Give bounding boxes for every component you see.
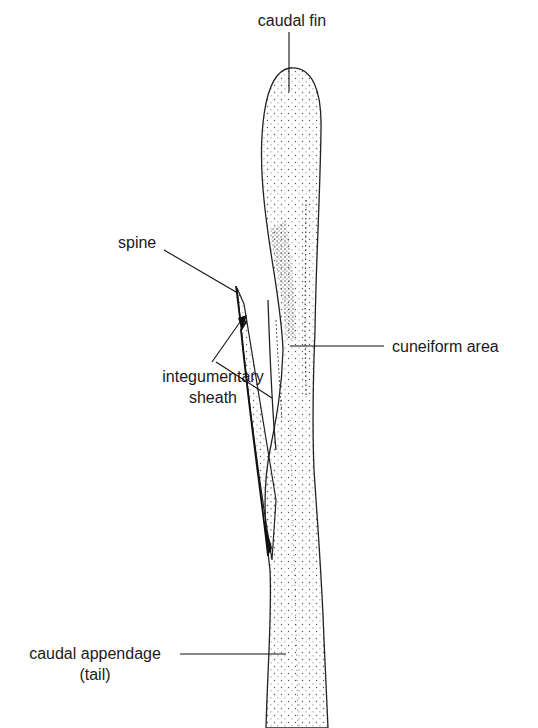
leader-line	[288, 32, 289, 92]
part-label: caudal appendage (tail)	[20, 643, 170, 685]
part-label: spine	[118, 232, 178, 253]
leader-line	[290, 345, 384, 346]
leader-line	[164, 250, 236, 292]
leader-line	[180, 653, 286, 654]
axis-dots	[290, 420, 298, 728]
part-label: cuneiform area	[392, 336, 522, 357]
fin-shading	[270, 220, 296, 340]
integumentary-sheath	[237, 288, 276, 560]
part-label: integumentary sheath	[152, 366, 274, 408]
cuneiform-margin	[305, 200, 306, 395]
sheath-inner	[268, 300, 276, 450]
part-label: caudal fin	[252, 10, 332, 31]
spine-shape	[236, 286, 268, 556]
sheath-inner-2	[276, 320, 282, 420]
leader-line	[212, 322, 240, 362]
sheath-dark	[264, 520, 272, 556]
